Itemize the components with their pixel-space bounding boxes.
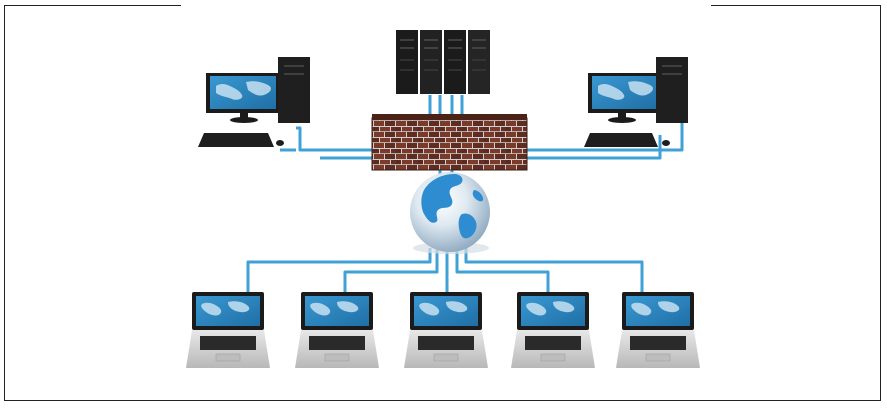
brick-firewall-icon (371, 114, 528, 171)
globe-icon (410, 172, 490, 254)
laptop-icon (511, 292, 595, 368)
desktop-computer-icon (584, 57, 688, 147)
laptop-icon (186, 292, 270, 368)
desktop-computer-icon (198, 57, 310, 147)
laptop-icon (616, 292, 700, 368)
laptop-icon (295, 292, 379, 368)
laptop-icon (404, 292, 488, 368)
server-rack-icon (396, 30, 490, 94)
frame-top-gap (181, 4, 711, 8)
